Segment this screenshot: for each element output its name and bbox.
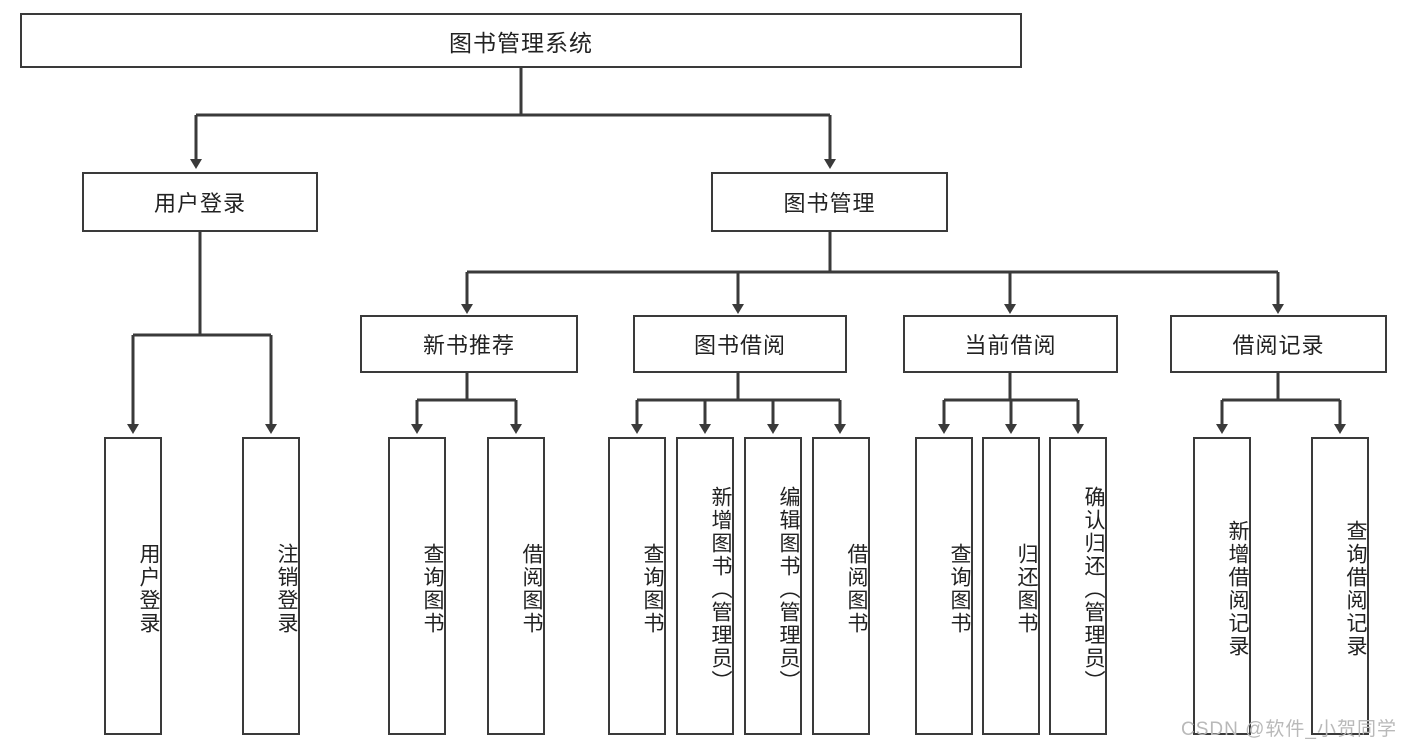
leaf-confirm-return[interactable]: 确认归还（管理员）	[1049, 437, 1107, 735]
leaf-query-book-1[interactable]: 查询图书	[388, 437, 446, 735]
csdn-watermark: CSDN @软件_小贺同学	[1181, 719, 1397, 740]
leaf-user-login[interactable]: 用户登录	[104, 437, 162, 735]
node-book-manage[interactable]: 图书管理	[711, 172, 948, 232]
node-root-system[interactable]: 图书管理系统	[20, 13, 1022, 68]
node-user-login[interactable]: 用户登录	[82, 172, 318, 232]
leaf-borrow-book-1[interactable]: 借阅图书	[487, 437, 545, 735]
leaf-add-book[interactable]: 新增图书（管理员）	[676, 437, 734, 735]
leaf-add-record[interactable]: 新增借阅记录	[1193, 437, 1251, 735]
node-new-book-recommend[interactable]: 新书推荐	[360, 315, 578, 373]
leaf-return-book[interactable]: 归还图书	[982, 437, 1040, 735]
leaf-query-book-2[interactable]: 查询图书	[608, 437, 666, 735]
leaf-query-book-3[interactable]: 查询图书	[915, 437, 973, 735]
node-book-borrow[interactable]: 图书借阅	[633, 315, 847, 373]
node-current-borrow[interactable]: 当前借阅	[903, 315, 1118, 373]
leaf-logout-login[interactable]: 注销登录	[242, 437, 300, 735]
leaf-edit-book[interactable]: 编辑图书（管理员）	[744, 437, 802, 735]
leaf-borrow-book-2[interactable]: 借阅图书	[812, 437, 870, 735]
node-borrow-record[interactable]: 借阅记录	[1170, 315, 1387, 373]
leaf-query-record[interactable]: 查询借阅记录	[1311, 437, 1369, 735]
